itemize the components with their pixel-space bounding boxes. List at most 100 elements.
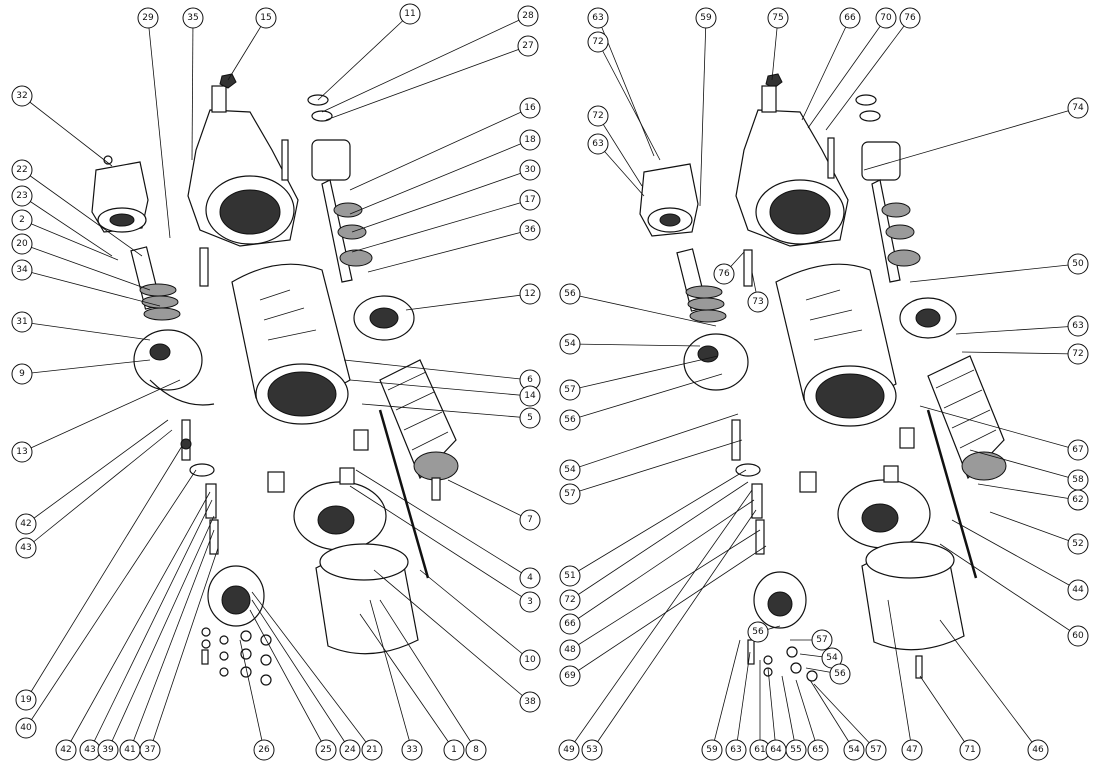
part-callout: 2 bbox=[11, 209, 33, 231]
callout-circle bbox=[519, 129, 541, 151]
callout-circle bbox=[15, 717, 37, 739]
callout-circle bbox=[829, 663, 851, 685]
callout-circle bbox=[875, 7, 897, 29]
callout-circle bbox=[559, 283, 581, 305]
callout-circle bbox=[11, 441, 33, 463]
callout-circle bbox=[55, 739, 77, 761]
callout-number: 35 bbox=[187, 13, 198, 23]
callout-circle bbox=[1067, 343, 1089, 365]
callout-number: 48 bbox=[564, 645, 576, 655]
armature-part bbox=[379, 359, 459, 501]
part-callout: 60 bbox=[1067, 625, 1089, 647]
callout-circle bbox=[785, 739, 807, 761]
callout-circle bbox=[559, 409, 581, 431]
callout-circle bbox=[899, 7, 921, 29]
callout-number: 71 bbox=[964, 745, 975, 755]
part-callout: 63 bbox=[725, 739, 747, 761]
leader-line bbox=[65, 491, 211, 751]
callout-number: 56 bbox=[564, 289, 576, 299]
part-callout: 27 bbox=[517, 35, 539, 57]
leader-line bbox=[21, 95, 113, 167]
intermediate-bracket-part bbox=[899, 297, 957, 339]
leader-line bbox=[321, 15, 529, 113]
callout-circle bbox=[519, 591, 541, 613]
callout-number: 5 bbox=[527, 413, 533, 423]
callout-number: 9 bbox=[19, 369, 25, 379]
leader-line bbox=[21, 243, 151, 291]
callout-number: 60 bbox=[1072, 631, 1084, 641]
part-callout: 5 bbox=[519, 407, 541, 429]
yoke-housing-part bbox=[231, 263, 351, 425]
leader-line bbox=[21, 195, 113, 257]
callout-number: 66 bbox=[564, 619, 576, 629]
part-callout: 71 bbox=[959, 739, 981, 761]
callout-number: 76 bbox=[718, 269, 730, 279]
part-callout: 3 bbox=[519, 591, 541, 613]
part-callout: 54 bbox=[559, 459, 581, 481]
fastener-group-part bbox=[747, 639, 923, 682]
part-callout: 72 bbox=[559, 589, 581, 611]
part-callout: 72 bbox=[1067, 343, 1089, 365]
callout-circle bbox=[11, 85, 33, 107]
callout-number: 56 bbox=[752, 627, 764, 637]
part-callout: 37 bbox=[139, 739, 161, 761]
callout-circle bbox=[519, 283, 541, 305]
part-callout: 15 bbox=[255, 7, 277, 29]
callout-number: 29 bbox=[142, 13, 154, 23]
leader-line bbox=[251, 599, 351, 751]
part-callout: 66 bbox=[559, 613, 581, 635]
callout-number: 63 bbox=[592, 13, 603, 23]
part-callout: 42 bbox=[15, 513, 37, 535]
callout-circle bbox=[15, 513, 37, 535]
callout-number: 72 bbox=[592, 37, 603, 47]
part-callout: 72 bbox=[587, 31, 609, 53]
callout-number: 1 bbox=[451, 745, 457, 755]
leader-line bbox=[569, 343, 701, 347]
callout-number: 15 bbox=[260, 13, 271, 23]
callout-circle bbox=[587, 133, 609, 155]
callout-circle bbox=[839, 7, 861, 29]
leader-line bbox=[351, 199, 531, 253]
part-callout: 66 bbox=[839, 7, 861, 29]
callout-circle bbox=[807, 739, 829, 761]
callout-number: 2 bbox=[19, 215, 25, 225]
intermediate-bracket-part bbox=[353, 295, 415, 341]
callout-number: 57 bbox=[870, 745, 881, 755]
callout-circle bbox=[747, 621, 769, 643]
callout-circle bbox=[519, 691, 541, 713]
part-callout: 76 bbox=[713, 263, 735, 285]
callout-circle bbox=[97, 739, 119, 761]
bolt-part bbox=[743, 249, 753, 287]
bolt-part bbox=[281, 139, 289, 181]
part-callout: 39 bbox=[97, 739, 119, 761]
callout-circle bbox=[865, 739, 887, 761]
callout-circle bbox=[11, 209, 33, 231]
part-callout: 48 bbox=[559, 639, 581, 661]
part-callout: 22 bbox=[11, 159, 33, 181]
callout-number: 41 bbox=[124, 745, 135, 755]
callout-number: 72 bbox=[1072, 349, 1083, 359]
callout-number: 57 bbox=[564, 489, 575, 499]
callout-number: 37 bbox=[144, 745, 155, 755]
part-callout: 55 bbox=[785, 739, 807, 761]
callout-circle bbox=[1067, 439, 1089, 461]
callout-circle bbox=[1067, 625, 1089, 647]
callout-circle bbox=[517, 35, 539, 57]
callout-number: 59 bbox=[700, 13, 712, 23]
leader-line bbox=[569, 469, 747, 577]
callout-circle bbox=[519, 97, 541, 119]
callout-circle bbox=[399, 3, 421, 25]
callout-circle bbox=[253, 739, 275, 761]
leader-line bbox=[349, 139, 531, 215]
part-callout: 7 bbox=[519, 509, 541, 531]
callout-number: 59 bbox=[706, 745, 718, 755]
part-callout: 13 bbox=[11, 441, 33, 463]
part-callout: 56 bbox=[559, 283, 581, 305]
leader-line bbox=[955, 325, 1079, 335]
callout-circle bbox=[1067, 579, 1089, 601]
part-callout: 47 bbox=[901, 739, 923, 761]
callout-number: 4 bbox=[527, 573, 533, 583]
leader-line bbox=[191, 17, 194, 161]
callout-number: 25 bbox=[320, 745, 331, 755]
